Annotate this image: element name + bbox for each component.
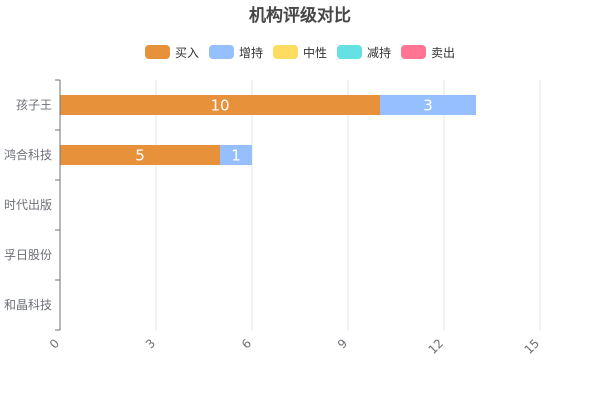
legend-item-3: 减持 xyxy=(337,45,391,60)
bar-1-0 xyxy=(380,95,476,115)
legend-swatch xyxy=(209,45,234,59)
legend-item-0: 买入 xyxy=(145,45,199,60)
y-tick-label: 鸿合科技 xyxy=(4,147,52,162)
legend: 买入 增持 中性 减持 卖出 xyxy=(145,45,455,60)
grid xyxy=(155,80,541,330)
legend-label: 中性 xyxy=(303,45,327,60)
legend-label: 减持 xyxy=(367,45,391,60)
legend-swatch xyxy=(337,45,362,59)
x-tick-label: 0 xyxy=(47,336,62,351)
chart-title: 机构评级对比 xyxy=(249,5,351,26)
x-tick-label: 12 xyxy=(425,336,446,357)
x-tick-label: 9 xyxy=(335,336,350,351)
bar-label: 10 xyxy=(210,97,229,115)
legend-swatch xyxy=(401,45,426,59)
legend-label: 买入 xyxy=(175,46,199,60)
bars: 10 3 5 1 xyxy=(60,95,476,165)
x-tick-label: 6 xyxy=(239,336,254,351)
legend-swatch xyxy=(273,45,298,59)
y-tick-label: 孚日股份 xyxy=(4,248,52,262)
legend-swatch xyxy=(145,45,170,59)
legend-label: 卖出 xyxy=(431,46,455,60)
bar-0-0 xyxy=(60,95,380,115)
bar-label: 5 xyxy=(135,147,145,165)
x-tick-label: 15 xyxy=(521,336,542,357)
y-tick-label: 和晶科技 xyxy=(4,298,52,312)
bar-1-1 xyxy=(220,145,252,165)
legend-item-4: 卖出 xyxy=(401,45,455,60)
legend-item-2: 中性 xyxy=(273,45,327,60)
y-tick-label: 孩子王 xyxy=(16,98,52,112)
y-tick-label: 时代出版 xyxy=(4,198,52,212)
bar-0-1 xyxy=(60,145,220,165)
legend-label: 增持 xyxy=(239,45,263,60)
x-tick-label: 3 xyxy=(143,336,158,351)
bar-label: 1 xyxy=(231,147,241,165)
bar-label: 3 xyxy=(423,97,433,115)
legend-item-1: 增持 xyxy=(209,45,263,60)
